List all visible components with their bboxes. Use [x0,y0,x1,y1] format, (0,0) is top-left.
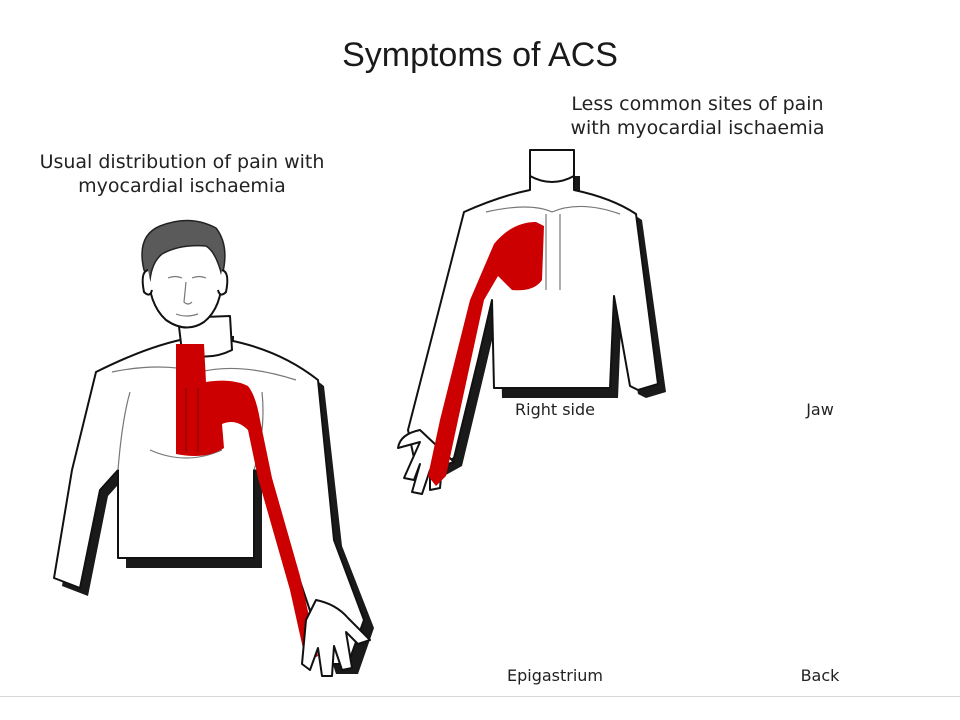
caption-back: Back [800,666,840,685]
page-title: Symptoms of ACS [342,36,618,74]
usual-heading-line-2: myocardial ischaemia [78,175,286,197]
less-common-heading: Less common sites of pain with myocardia… [555,92,840,140]
usual-heading-line-1: Usual distribution of pain with [39,151,325,173]
caption-jaw: Jaw [806,400,834,419]
usual-distribution-heading: Usual distribution of pain with myocardi… [22,150,342,198]
bottom-divider [0,696,960,697]
caption-epigastrium: Epigastrium [506,666,604,685]
less-common-heading-line-2: with myocardial ischaemia [570,117,825,139]
less-common-heading-line-1: Less common sites of pain [571,93,824,115]
caption-right-side: Right side [515,400,595,419]
main-figure [53,219,374,677]
right-side-figure [397,149,666,495]
